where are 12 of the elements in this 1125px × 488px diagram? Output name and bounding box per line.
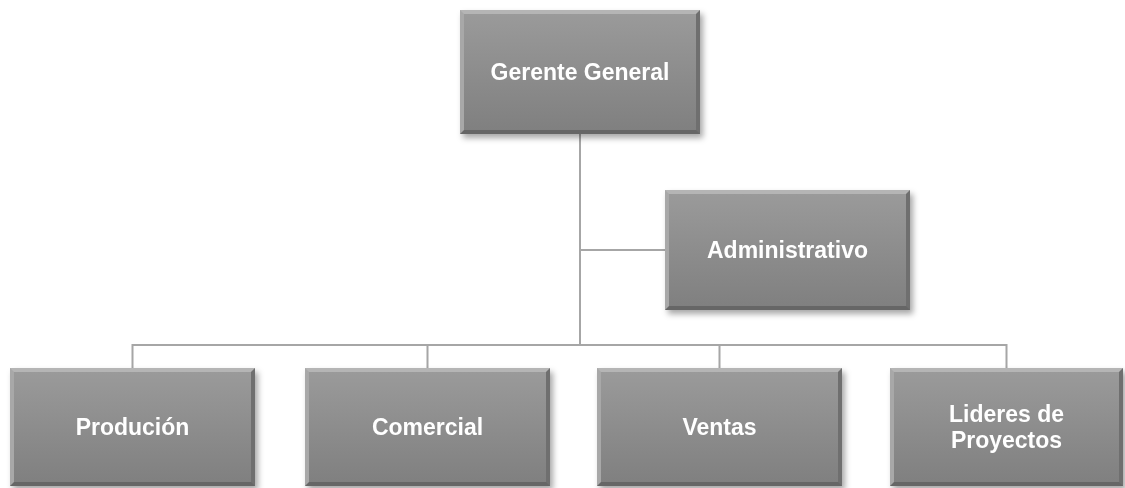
- org-box: [890, 368, 1123, 486]
- org-box: [665, 190, 910, 310]
- org-box: [305, 368, 550, 486]
- org-box: [597, 368, 842, 486]
- box-label: Administrativo: [707, 237, 868, 263]
- org-box: [460, 10, 700, 134]
- box-label: Ventas: [682, 414, 757, 440]
- box-label: Comercial: [371, 414, 484, 440]
- box-label: Gerente General: [490, 59, 670, 85]
- box-label: Produción: [75, 414, 190, 440]
- box-label: Lideres de Proyectos: [947, 401, 1065, 453]
- org-box: [10, 368, 255, 486]
